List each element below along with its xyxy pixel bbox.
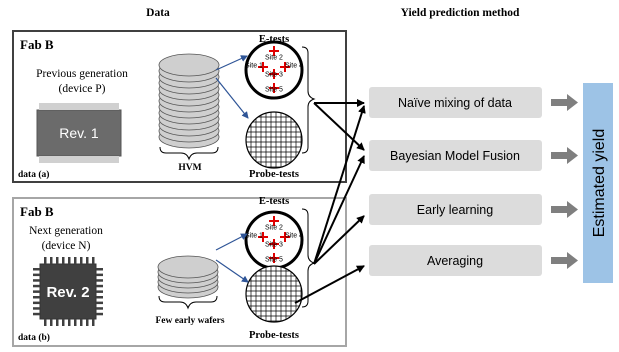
panel-next-generation: Fab B Next generation (device N) Rev. 2 … xyxy=(12,196,347,347)
site-label: Site 1 xyxy=(245,63,263,70)
data-a-label: data (a) xyxy=(18,169,49,180)
data-b-label: data (b) xyxy=(18,332,50,343)
probetests-label: Probe-tests xyxy=(249,330,299,341)
chip-rev1-icon xyxy=(36,103,122,163)
method-early-learning: Early learning xyxy=(369,194,542,225)
method-label: Early learning xyxy=(417,203,493,217)
site-label: Site 3 xyxy=(265,242,283,249)
method-bayesian-model-fusion: Bayesian Model Fusion xyxy=(369,140,542,171)
method-label: Naïve mixing of data xyxy=(398,96,512,110)
wafer-brace xyxy=(158,295,218,310)
site-label: Site 5 xyxy=(265,87,283,94)
device-label: (device P) xyxy=(59,83,106,95)
chip-label: Rev. 2 xyxy=(46,284,89,301)
method-averaging: Averaging xyxy=(369,245,542,276)
output-label: Estimated yield xyxy=(591,129,608,238)
method-naive-mixing: Naïve mixing of data xyxy=(369,87,542,118)
fab-label: Fab B xyxy=(20,37,54,52)
generation-label: Next generation xyxy=(29,225,103,237)
panel-previous-generation: Fab B Previous generation (device P) Rev… xyxy=(12,30,347,183)
site-label: Site 3 xyxy=(265,72,283,79)
probetests-label: Probe-tests xyxy=(249,169,299,180)
wafer-stack-icon xyxy=(157,255,219,299)
device-label: (device N) xyxy=(42,240,91,252)
site-label: Site 5 xyxy=(265,257,283,264)
wafer-stack-icon xyxy=(158,53,220,149)
data-to-method-arrows xyxy=(294,99,366,304)
wafer-brace xyxy=(159,146,219,161)
etests-label: E-tests xyxy=(259,196,289,207)
site-label: Site 4 xyxy=(285,233,303,240)
method-header: Yield prediction method xyxy=(401,7,520,19)
test-brace xyxy=(301,46,316,154)
chip-label: Rev. 1 xyxy=(59,125,99,141)
blue-arrow xyxy=(215,55,248,71)
blue-arrow xyxy=(215,259,249,283)
site-label: Site 4 xyxy=(285,63,303,70)
chip-rev2-icon xyxy=(33,257,103,326)
fab-label: Fab B xyxy=(20,204,54,219)
blue-arrow xyxy=(215,77,249,119)
probe-wafer-icon xyxy=(245,265,303,323)
method-label: Bayesian Model Fusion xyxy=(390,149,520,163)
site-label: Site 2 xyxy=(265,225,283,232)
estimated-yield-box: Estimated yield xyxy=(583,83,613,283)
generation-label: Previous generation xyxy=(36,68,128,80)
site-label: Site 2 xyxy=(265,55,283,62)
method-to-output-arrows xyxy=(551,94,578,269)
site-label: Site 1 xyxy=(245,233,263,240)
wafer-count-label: HVM xyxy=(178,163,201,173)
data-header: Data xyxy=(146,7,170,19)
blue-arrow xyxy=(215,233,248,251)
wafer-count-label: Few early wafers xyxy=(155,316,224,326)
probe-wafer-icon xyxy=(245,111,303,169)
method-label: Averaging xyxy=(427,254,483,268)
etests-label: E-tests xyxy=(259,34,289,45)
